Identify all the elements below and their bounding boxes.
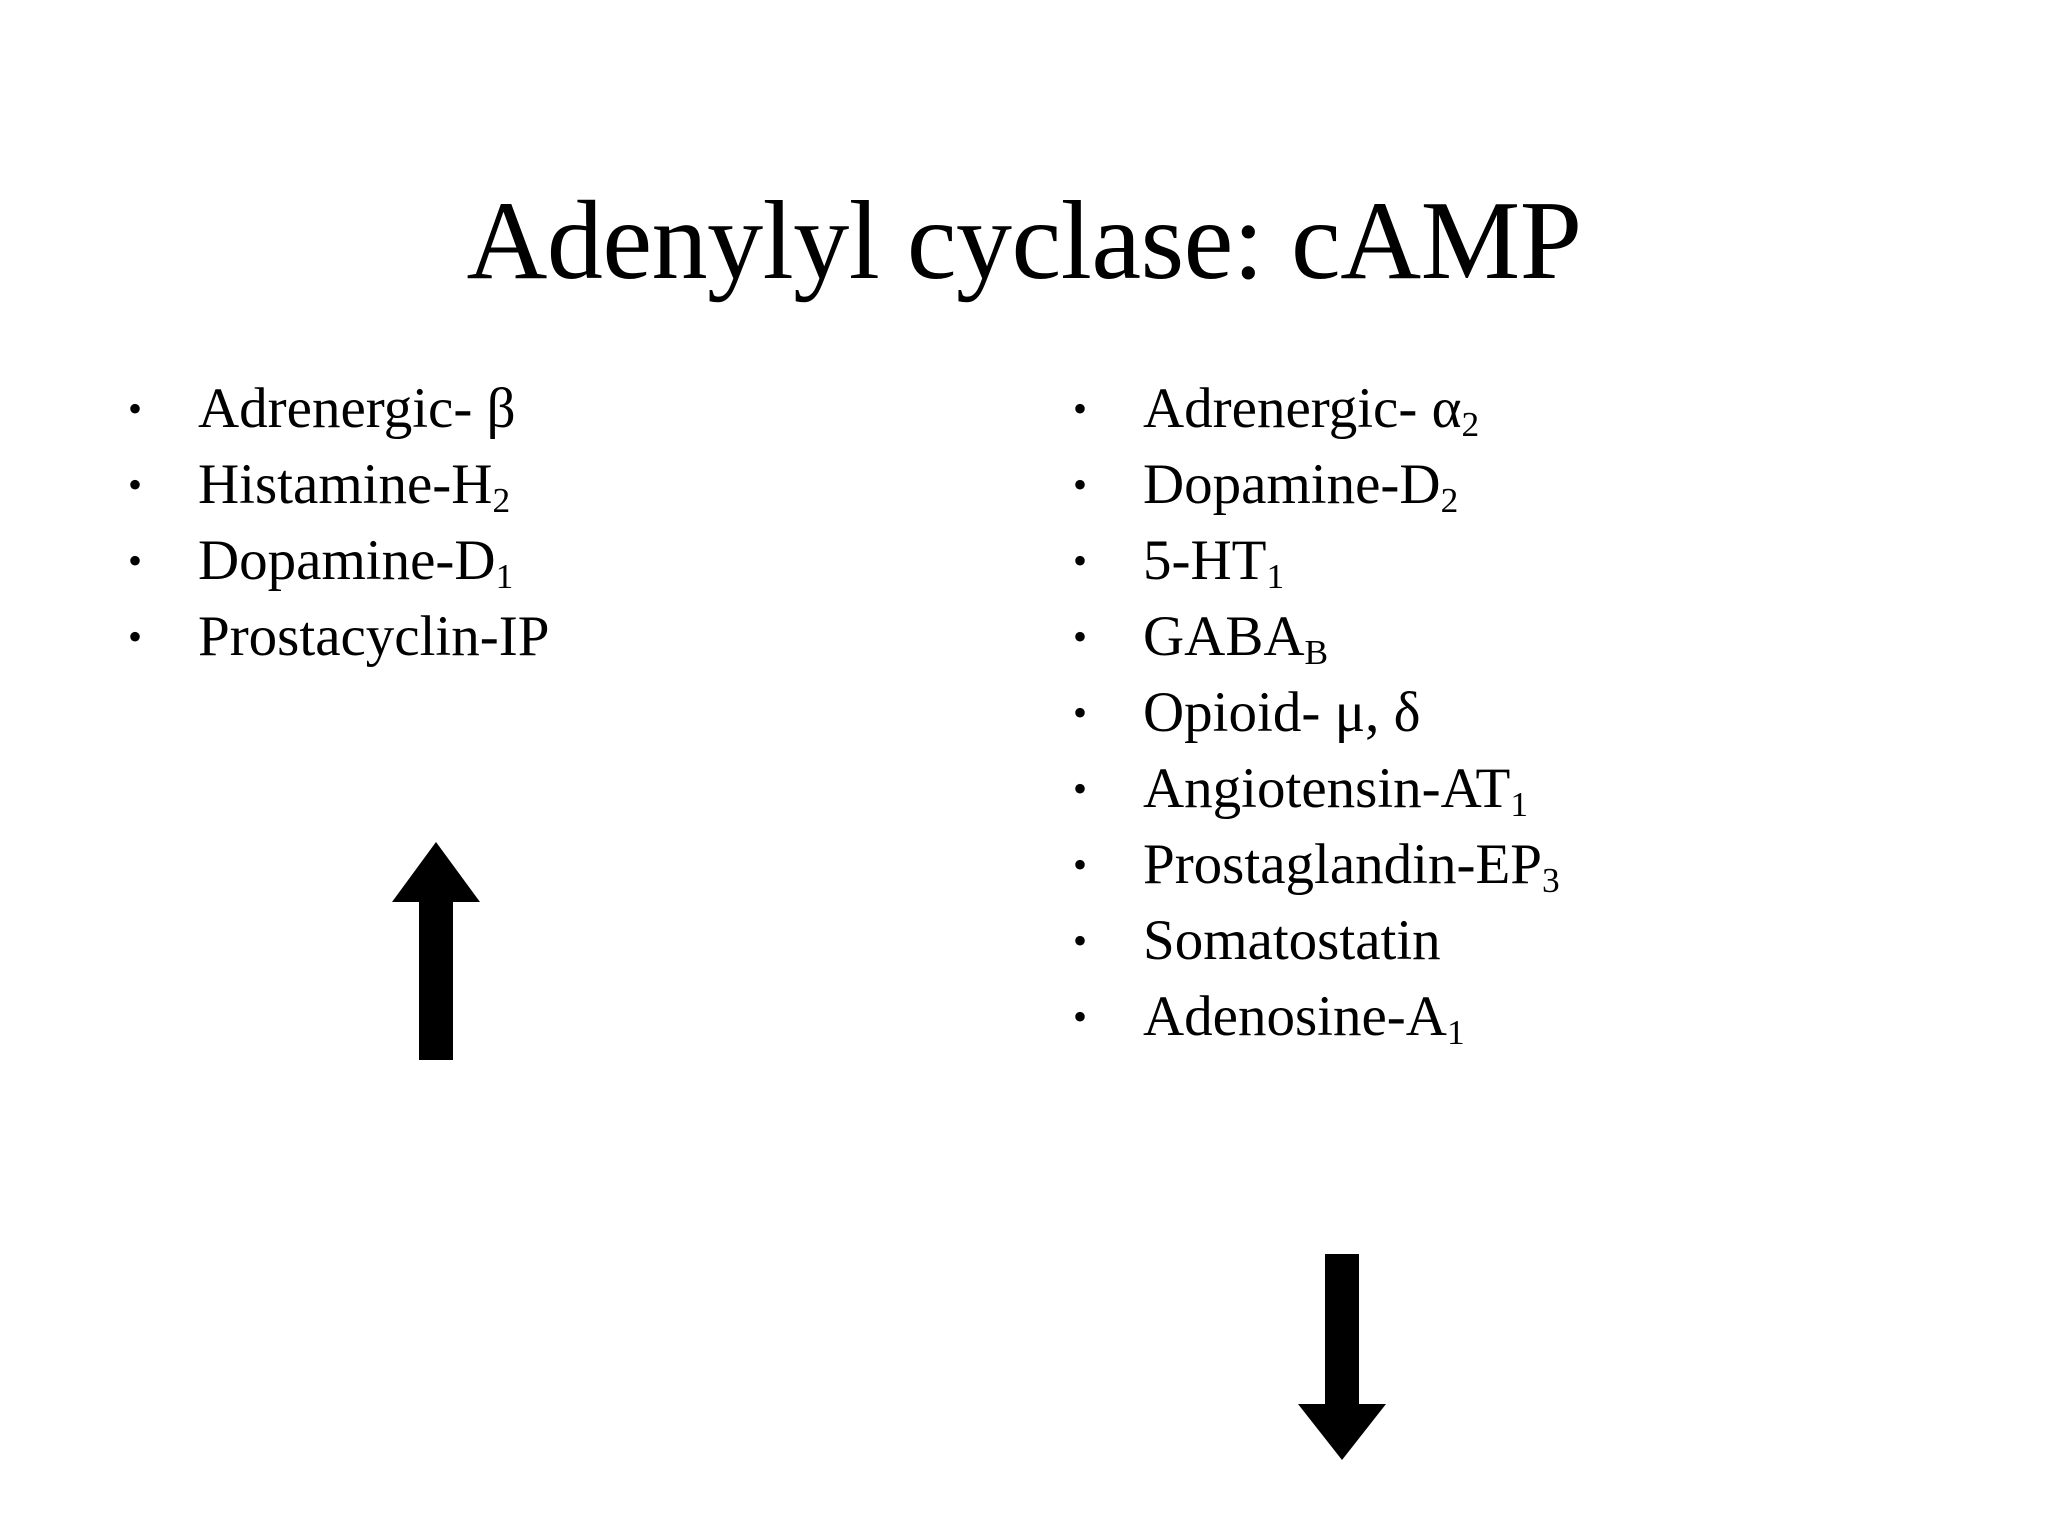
list-item-base-text: Prostacyclin-IP (198, 605, 550, 668)
list-item: • Dopamine-D1 (120, 523, 820, 599)
list-item-subscript: 3 (1541, 861, 1560, 901)
list-item-base-text: Histamine-H (198, 453, 493, 516)
list-item-base-text: Angiotensin-AT (1143, 757, 1511, 820)
list-item-label: Prostacyclin-IP (198, 605, 549, 668)
list-item-base-text: Dopamine-D (1143, 453, 1441, 516)
list-item-subscript: 1 (1510, 785, 1528, 825)
list-item: • Opioid- μ, δ (1065, 675, 1865, 751)
down-arrow-icon (1296, 1252, 1388, 1462)
list-item-label: Adrenergic- β (198, 377, 516, 440)
page-title: Adenylyl cyclase: cAMP (466, 179, 1582, 304)
bullet-dot-icon: • (1073, 690, 1088, 735)
list-item-base-text: 5-HT (1143, 529, 1267, 592)
up-arrow-icon (390, 840, 482, 1062)
bullet-dot-icon: • (128, 462, 143, 507)
list-item: • Adrenergic- β (120, 371, 820, 447)
list-item-label: GABAB (1143, 605, 1328, 670)
bullet-dot-icon: • (128, 538, 143, 583)
list-item: • GABAB (1065, 599, 1865, 675)
bullet-dot-icon: • (1073, 538, 1088, 583)
list-item: • 5-HT1 (1065, 523, 1865, 599)
right-bullet-list: •Adrenergic- α2•Dopamine-D2•5-HT1•GABAB•… (1065, 371, 1865, 1055)
list-item-base-text: Prostaglandin-EP (1143, 833, 1542, 896)
left-bullet-column: •Adrenergic- β•Histamine-H2•Dopamine-D1•… (120, 371, 820, 675)
list-item: • Prostacyclin-IP (120, 599, 820, 675)
list-item-subscript: 1 (1266, 557, 1285, 597)
list-item: • Adrenergic- α2 (1065, 371, 1865, 447)
list-item-base-text: Dopamine-D (198, 529, 496, 592)
list-item-label: Dopamine-D1 (198, 529, 513, 594)
list-item-label: Somatostatin (1143, 909, 1441, 972)
right-bullet-column: •Adrenergic- α2•Dopamine-D2•5-HT1•GABAB•… (1065, 371, 1865, 1055)
list-item-base-text: GABA (1143, 605, 1305, 668)
list-item: • Histamine-H2 (120, 447, 820, 523)
bullet-dot-icon: • (1073, 614, 1088, 659)
list-item-subscript: 2 (492, 481, 511, 521)
bullet-dot-icon: • (1073, 766, 1088, 811)
bullet-dot-icon: • (128, 386, 143, 431)
list-item-label: 5-HT1 (1143, 529, 1284, 594)
list-item-subscript: 2 (1440, 481, 1459, 521)
bullet-dot-icon: • (1073, 386, 1088, 431)
list-item-subscript: B (1304, 633, 1329, 673)
list-item: • Somatostatin (1065, 903, 1865, 979)
list-item-label: Histamine-H2 (198, 453, 510, 518)
list-item-subscript: 1 (495, 557, 514, 597)
list-item-subscript: 1 (1446, 1013, 1465, 1053)
bullet-dot-icon: • (1073, 994, 1088, 1039)
list-item-base-text: Somatostatin (1143, 909, 1441, 972)
list-item: • Adenosine-A1 (1065, 979, 1865, 1055)
bullet-dot-icon: • (1073, 842, 1088, 887)
list-item-base-text: Adenosine-A (1143, 985, 1447, 1048)
list-item-subscript: 2 (1461, 405, 1480, 445)
list-item-base-text: Adrenergic- β (198, 377, 516, 440)
list-item: • Prostaglandin-EP3 (1065, 827, 1865, 903)
list-item-label: Adenosine-A1 (1143, 985, 1465, 1050)
bullet-dot-icon: • (1073, 462, 1088, 507)
list-item-label: Prostaglandin-EP3 (1143, 833, 1560, 898)
bullet-dot-icon: • (1073, 918, 1088, 963)
list-item-base-text: Opioid- μ, δ (1143, 681, 1421, 744)
left-bullet-list: •Adrenergic- β•Histamine-H2•Dopamine-D1•… (120, 371, 820, 675)
list-item-label: Adrenergic- α2 (1143, 377, 1479, 442)
list-item-label: Angiotensin-AT1 (1143, 757, 1528, 822)
list-item-base-text: Adrenergic- α (1143, 377, 1462, 440)
list-item-label: Dopamine-D2 (1143, 453, 1458, 518)
list-item: • Dopamine-D2 (1065, 447, 1865, 523)
list-item: • Angiotensin-AT1 (1065, 751, 1865, 827)
bullet-dot-icon: • (128, 614, 143, 659)
list-item-label: Opioid- μ, δ (1143, 681, 1421, 744)
